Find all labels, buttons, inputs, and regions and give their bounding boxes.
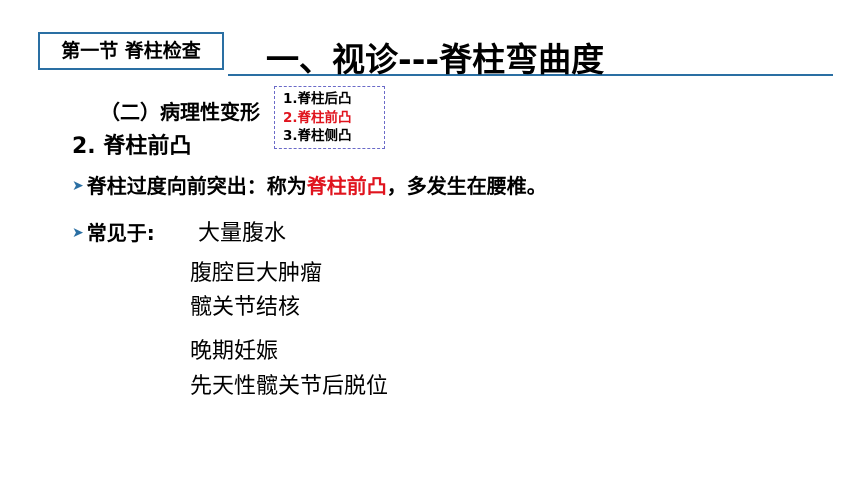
common-label: 常见于: <box>86 221 155 245</box>
cause-item: 大量腹水 <box>198 221 287 246</box>
cause-item: 髋关节结核 <box>190 295 301 320</box>
cause-item: 腹腔巨大肿瘤 <box>190 261 323 286</box>
topic-item-active[interactable]: 2.脊柱前凸 <box>283 109 352 126</box>
point-heading: 2. 脊柱前凸 <box>72 134 192 159</box>
bullet-arrow-icon: ➤ <box>72 178 84 194</box>
common-bullet: ➤常见于: <box>72 219 155 247</box>
topic-item[interactable]: 1.脊柱后凸 <box>283 91 352 107</box>
definition-prefix: 脊柱过度向前突出：称为 <box>86 174 307 198</box>
definition-bullet: ➤脊柱过度向前突出：称为脊柱前凸，多发生在腰椎。 <box>72 172 547 200</box>
bullet-arrow-icon: ➤ <box>72 225 84 241</box>
cause-item: 先天性髋关节后脱位 <box>190 374 389 399</box>
title-underline <box>228 74 833 76</box>
slide-title: 一、视诊---脊柱弯曲度 <box>266 40 605 79</box>
definition-term: 脊柱前凸 <box>306 174 387 198</box>
section-badge: 第一节 脊柱检查 <box>38 32 224 70</box>
subheading: （二）病理性变形 <box>100 100 260 124</box>
topic-list-box: 1.脊柱后凸 2.脊柱前凸 3.脊柱侧凸 <box>274 86 385 149</box>
cause-item: 晚期妊娠 <box>190 339 279 364</box>
definition-suffix: ，多发生在腰椎。 <box>386 174 547 198</box>
topic-item[interactable]: 3.脊柱侧凸 <box>283 128 352 144</box>
